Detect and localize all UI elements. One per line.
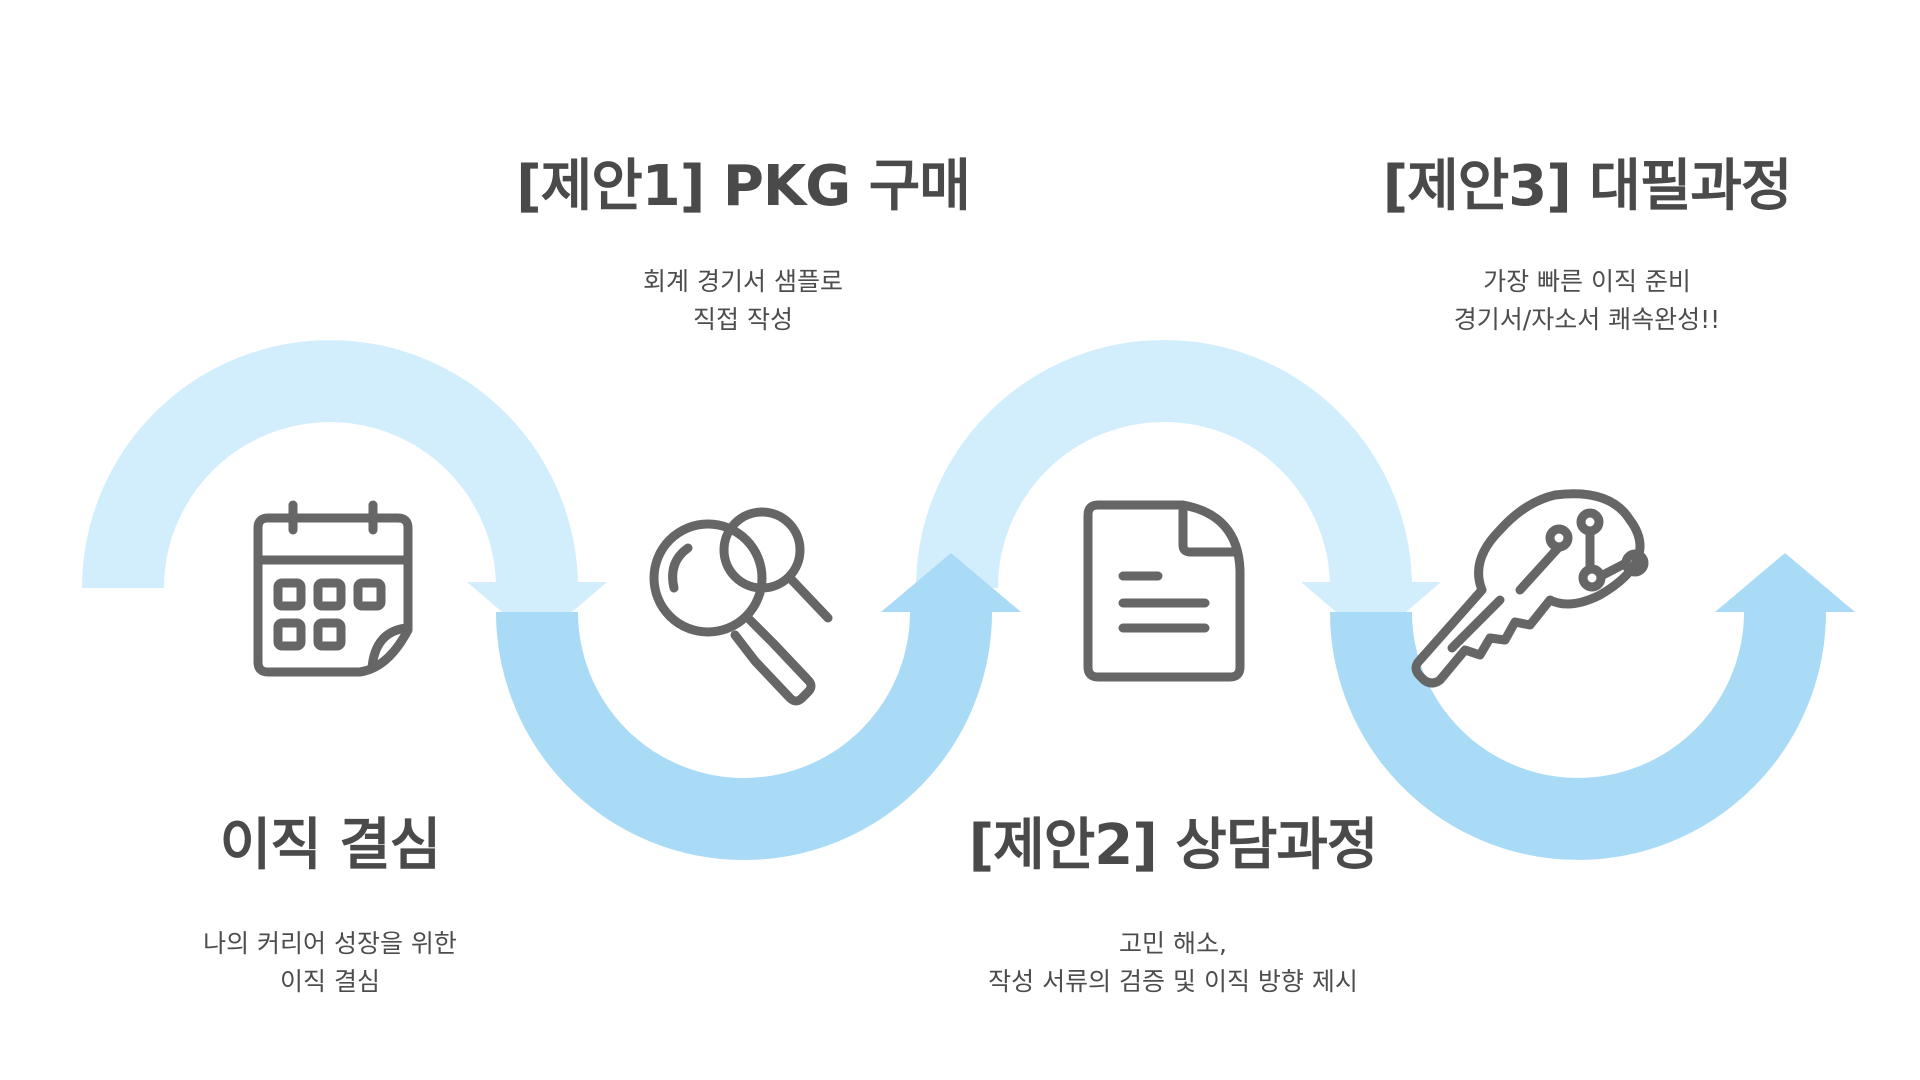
stage-description-line: 가장 빠른 이직 준비 xyxy=(1483,266,1691,296)
stage-title: [제안1] PKG 구매 xyxy=(516,154,971,219)
stage-title: [제안2] 상담과정 xyxy=(968,813,1379,878)
stage-title: 이직 결심 xyxy=(219,813,442,878)
stage-description: 가장 빠른 이직 준비 경기서/자소서 쾌속완성!! xyxy=(1307,263,1867,339)
stage-description-line: 회계 경기서 샘플로 xyxy=(643,266,843,296)
stage-description: 나의 커리어 성장을 위한 이직 결심 xyxy=(50,925,610,1001)
stage-decision: 이직 결심 나의 커리어 성장을 위한 이직 결심 xyxy=(50,815,610,1001)
document-icon xyxy=(1083,500,1245,682)
stage-proposal-1: [제안1] PKG 구매 회계 경기서 샘플로 직접 작성 xyxy=(463,156,1023,339)
stage-title: [제안3] 대필과정 xyxy=(1382,154,1793,219)
flow-arc-lower-2 xyxy=(1330,553,1855,860)
stage-description-line: 이직 결심 xyxy=(280,966,380,996)
stage-proposal-2: [제안2] 상담과정 고민 해소, 작성 서류의 검증 및 이직 방향 제시 xyxy=(893,815,1453,1001)
stage-description: 회계 경기서 샘플로 직접 작성 xyxy=(463,263,1023,339)
stage-description-line: 작성 서류의 검증 및 이직 방향 제시 xyxy=(988,966,1358,996)
stage-proposal-3: [제안3] 대필과정 가장 빠른 이직 준비 경기서/자소서 쾌속완성!! xyxy=(1307,156,1867,339)
key-icon xyxy=(1411,489,1649,688)
stage-description: 고민 해소, 작성 서류의 검증 및 이직 방향 제시 xyxy=(893,925,1453,1001)
stage-description-line: 나의 커리어 성장을 위한 xyxy=(203,928,457,958)
magnifier-icon xyxy=(649,507,833,706)
stage-description-line: 경기서/자소서 쾌속완성!! xyxy=(1453,304,1721,334)
calendar-icon xyxy=(253,500,413,677)
flow-arc-lower-1 xyxy=(496,553,1021,860)
stage-description-line: 고민 해소, xyxy=(1119,928,1227,958)
stage-description-line: 직접 작성 xyxy=(693,304,793,334)
